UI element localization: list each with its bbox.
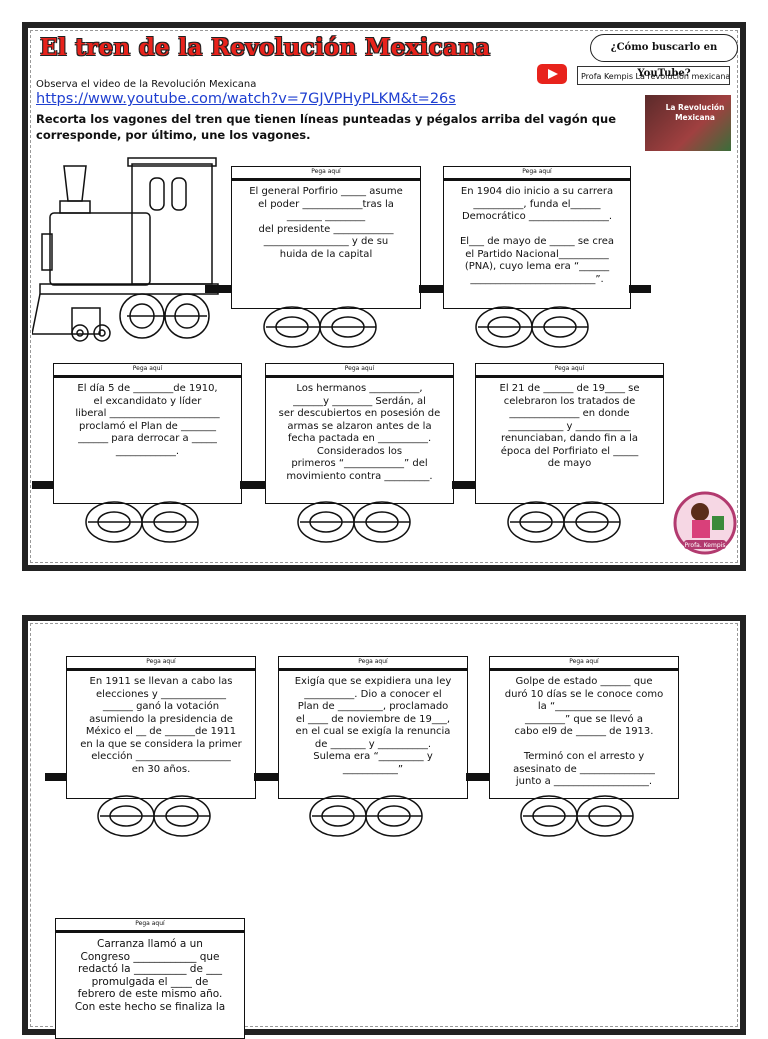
wagon-text: El general Porfirio _____ asume el poder… bbox=[249, 186, 403, 260]
wagon-text: En 1904 dio inicio a su carrera ________… bbox=[459, 186, 615, 285]
coupler-bar bbox=[629, 285, 651, 293]
video-link[interactable]: https://www.youtube.com/watch?v=7GJVPHyP… bbox=[36, 91, 456, 107]
coupler-bar bbox=[32, 481, 56, 489]
paste-label: Pega aquí bbox=[55, 918, 245, 933]
wagon-card[interactable]: Pega aquí Los hermanos __________, _____… bbox=[265, 363, 454, 504]
instruction-main: Recorta los vagones del tren que tienen … bbox=[36, 112, 617, 142]
wagon-wheels bbox=[507, 501, 621, 543]
wagon-card[interactable]: Pega aquí Golpe de estado ______ que dur… bbox=[489, 656, 679, 799]
paste-label: Pega aquí bbox=[278, 656, 468, 671]
wagon-card[interactable]: Pega aquí En 1911 se llevan a cabo las e… bbox=[66, 656, 256, 799]
wagon-card[interactable]: Pega aquí El día 5 de ________de 1910, e… bbox=[53, 363, 242, 504]
coupler-bar bbox=[452, 481, 477, 489]
youtube-icon bbox=[537, 64, 567, 84]
coupler-bar bbox=[45, 773, 69, 781]
locomotive-drawing bbox=[32, 157, 219, 342]
instruction-video: Observa el video de la Revolución Mexica… bbox=[36, 79, 257, 90]
coupler-bar bbox=[419, 285, 445, 293]
logo-text: Profa. Kempis bbox=[685, 542, 726, 549]
wagon-wheels bbox=[97, 795, 211, 837]
paste-label: Pega aquí bbox=[443, 166, 631, 181]
wagon-text: Exigía que se expidiera una ley ________… bbox=[294, 676, 452, 775]
wagon-card[interactable]: Pega aquí El 21 de ______ de 19____ se c… bbox=[475, 363, 664, 504]
author-logo: Profa. Kempis bbox=[673, 491, 737, 555]
wagon-wheels bbox=[309, 795, 423, 837]
coupler-bar bbox=[254, 773, 280, 781]
wagon-text: El día 5 de ________de 1910, el excandid… bbox=[75, 383, 220, 457]
wagon-text: En 1911 se llevan a cabo las elecciones … bbox=[80, 676, 242, 775]
paste-label: Pega aquí bbox=[489, 656, 679, 671]
paste-label: Pega aquí bbox=[66, 656, 256, 671]
wagon-text: El 21 de ______ de 19____ se celebraron … bbox=[499, 383, 640, 469]
youtube-search-box: Profa Kempis La revolución mexicana bbox=[577, 66, 730, 85]
page-title: El tren de la Revolución Mexicana bbox=[40, 34, 491, 61]
paste-label: Pega aquí bbox=[265, 363, 454, 378]
paste-label: Pega aquí bbox=[231, 166, 421, 181]
paste-label: Pega aquí bbox=[475, 363, 664, 378]
paste-label: Pega aquí bbox=[53, 363, 242, 378]
thumbnail-title: La Revolución Mexicana bbox=[665, 103, 725, 122]
wagon-text: Golpe de estado ______ que duró 10 días … bbox=[504, 676, 664, 787]
wagon-wheels bbox=[85, 501, 199, 543]
wagon-card[interactable]: Pega aquí En 1904 dio inicio a su carrer… bbox=[443, 166, 631, 309]
wagon-card[interactable]: Pega aquí Exigía que se expidiera una le… bbox=[278, 656, 468, 799]
wagon-wheels bbox=[475, 306, 589, 348]
coupler-bar bbox=[205, 285, 235, 293]
video-thumbnail[interactable]: La Revolución Mexicana bbox=[645, 95, 731, 151]
wagon-wheels bbox=[263, 306, 377, 348]
wagon-card[interactable]: Pega aquí Carranza llamó a un Congreso _… bbox=[55, 918, 245, 1039]
youtube-question-bubble: ¿Cómo buscarlo en YouTube? bbox=[590, 34, 738, 79]
wagon-card[interactable]: Pega aquí El general Porfirio _____ asum… bbox=[231, 166, 421, 309]
coupler-bar bbox=[240, 481, 267, 489]
coupler-bar bbox=[466, 773, 491, 781]
wagon-text: Carranza llamó a un Congreso ___________… bbox=[74, 938, 226, 1013]
wagon-text: Los hermanos __________, ______y _______… bbox=[278, 383, 441, 482]
wagon-wheels bbox=[520, 795, 634, 837]
wagon-wheels bbox=[297, 501, 411, 543]
